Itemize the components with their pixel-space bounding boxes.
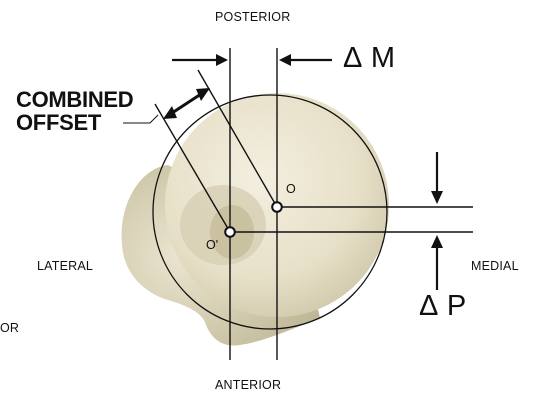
- delta-p-bottom-arrowhead: [431, 235, 443, 248]
- point-o-prime-label: O': [206, 238, 218, 252]
- medial-label: MEDIAL: [471, 259, 519, 273]
- delta-m-left-arrowhead: [216, 54, 228, 66]
- point-o-label: O: [286, 182, 296, 196]
- delta-p-top-arrowhead: [431, 191, 443, 204]
- combined-offset-arrow: [172, 94, 201, 113]
- point-o-marker: [272, 202, 282, 212]
- combined-offset-label: COMBINED OFFSET: [16, 88, 133, 134]
- point-o-prime-marker: [225, 227, 235, 237]
- delta-m-label: Δ M: [343, 42, 396, 75]
- anterior-label: ANTERIOR: [215, 378, 281, 392]
- clipped-edge-label: OR: [0, 321, 19, 335]
- combined-offset-label-line2: OFFSET: [16, 111, 133, 134]
- combined-offset-label-line1: COMBINED: [16, 88, 133, 111]
- posterior-label: POSTERIOR: [215, 10, 290, 24]
- lateral-label: LATERAL: [37, 259, 93, 273]
- delta-m-right-arrowhead: [279, 54, 291, 66]
- delta-p-label: Δ P: [419, 290, 467, 323]
